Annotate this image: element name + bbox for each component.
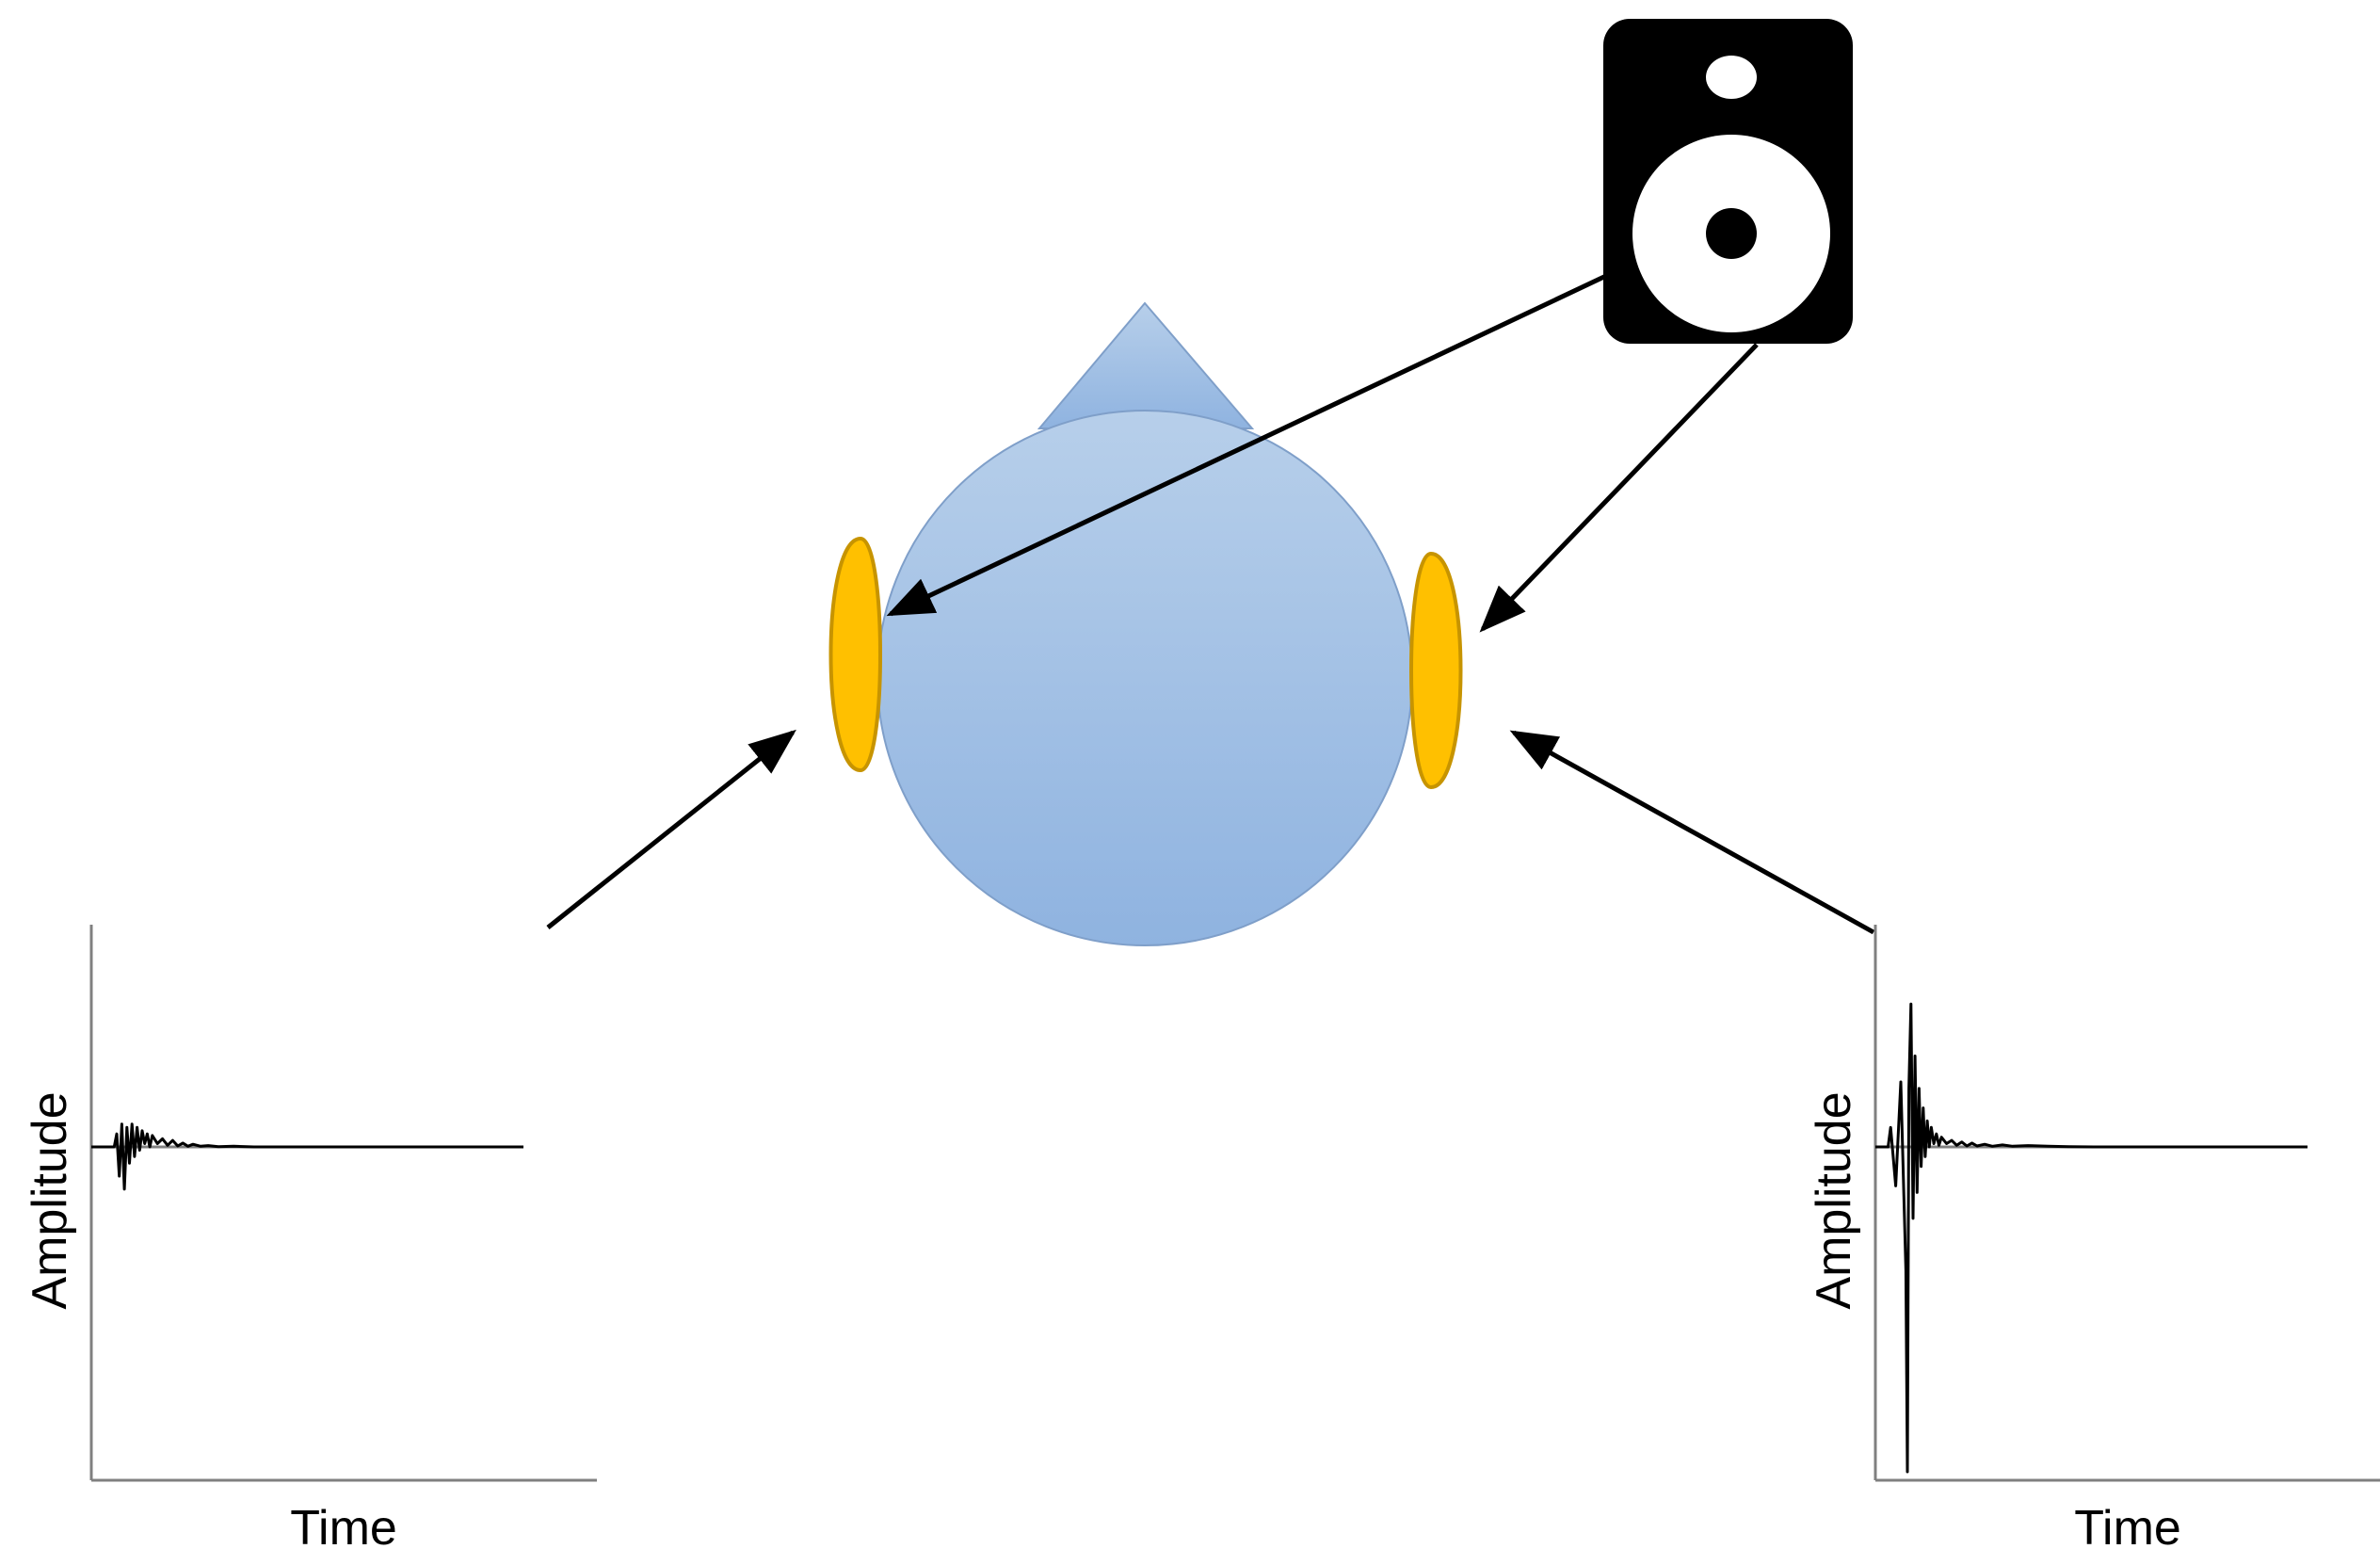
x-axis-label: Time: [290, 1501, 397, 1556]
head-circle: [876, 410, 1413, 946]
arrow-right-response-to-right-ear: [1509, 730, 1875, 935]
y-axis-label: Amplitude: [1807, 1091, 1861, 1309]
impulse-response-line: [1875, 1002, 2308, 1474]
left-ear-response-plot: Time Amplitude: [23, 925, 597, 1556]
listener-head-icon: [828, 301, 1463, 946]
x-axis-label: Time: [2074, 1501, 2181, 1556]
y-axis-label: Amplitude: [23, 1091, 77, 1309]
loudspeaker-icon: [1603, 19, 1853, 344]
speaker-tweeter: [1706, 56, 1757, 99]
impulse-response-line: [91, 1122, 523, 1191]
left-ear-icon: [828, 536, 882, 773]
speaker-woofer-center: [1706, 208, 1757, 259]
arrow-speaker-to-left-ear: [886, 272, 1610, 617]
arrows: [546, 272, 1875, 935]
right-ear-icon: [1409, 551, 1463, 790]
arrow-speaker-to-right-ear: [1479, 343, 1759, 633]
right-ear-response-plot: Time Amplitude: [1807, 925, 2380, 1556]
arrow-left-response-to-left-ear: [546, 729, 796, 929]
